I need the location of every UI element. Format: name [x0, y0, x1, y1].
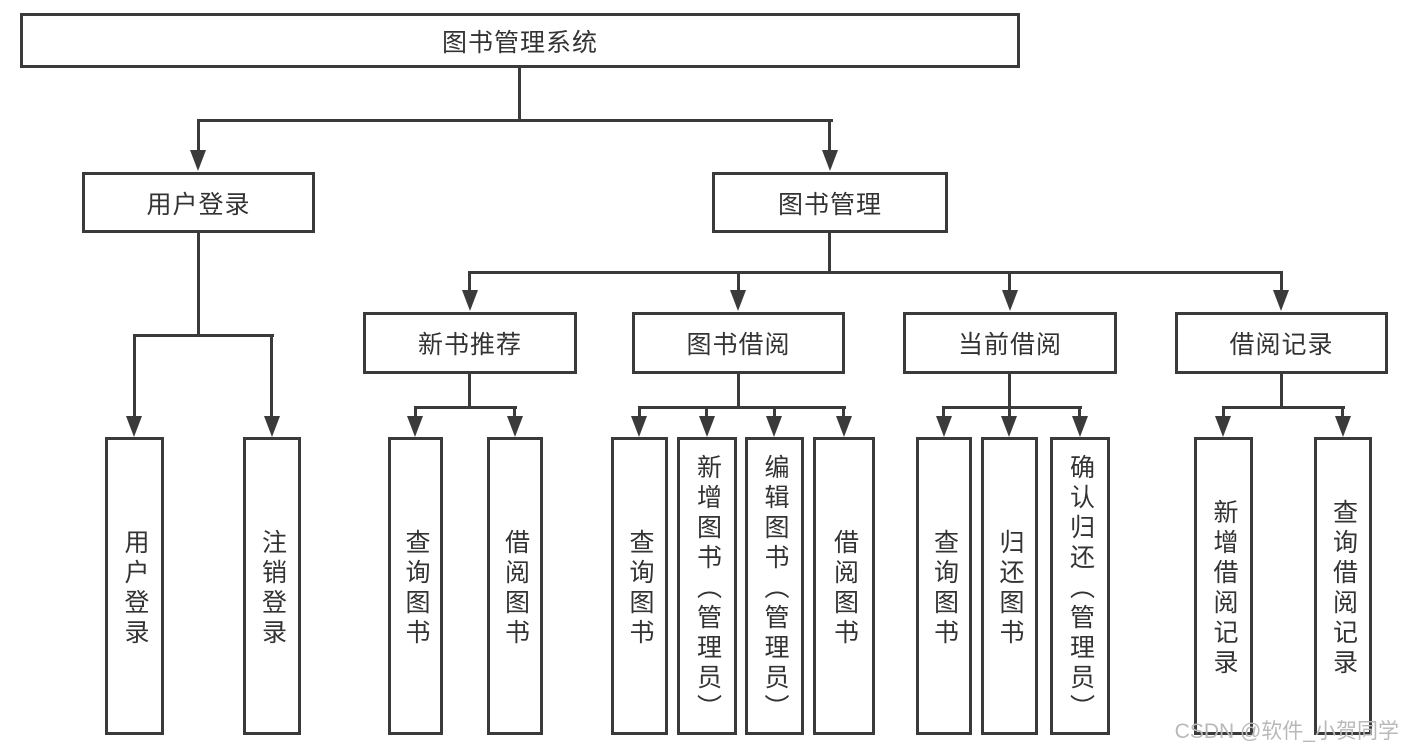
- connector-line: [638, 406, 846, 409]
- arrow-down-icon: [1072, 416, 1088, 437]
- arrow-down-icon: [699, 416, 715, 437]
- node-label: 借阅记录: [1229, 331, 1334, 359]
- arrow-down-icon: [1001, 416, 1017, 437]
- node-new-book-recommend: 新书推荐: [363, 312, 577, 374]
- leaf-add-borrow-record: 新增借阅记录: [1194, 437, 1253, 735]
- leaf-label: 查询图书: [402, 528, 430, 649]
- arrow-down-icon: [462, 290, 478, 311]
- leaf-label: 确认归还（管理员）: [1066, 453, 1095, 724]
- leaf-confirm-return-admin: 确认归还（管理员）: [1050, 437, 1110, 735]
- connector-line: [1008, 406, 1011, 418]
- node-label: 用户登录: [146, 190, 251, 219]
- leaf-query-borrow-record: 查询借阅记录: [1314, 437, 1372, 735]
- arrow-down-icon: [1335, 416, 1351, 437]
- connector-line: [942, 406, 1082, 409]
- connector-line: [828, 119, 831, 152]
- leaf-return-books: 归还图书: [981, 437, 1038, 735]
- connector-line: [737, 373, 740, 408]
- connector-line: [1280, 373, 1283, 408]
- leaf-label: 新增借阅记录: [1210, 498, 1238, 679]
- leaf-borrow-books: 借阅图书: [813, 437, 875, 735]
- arrow-down-icon: [631, 416, 647, 437]
- connector-line: [518, 67, 521, 121]
- connector-line: [513, 406, 516, 418]
- connector-line: [1341, 406, 1344, 418]
- arrow-down-icon: [407, 416, 423, 437]
- connector-line: [773, 406, 776, 418]
- arrow-down-icon: [730, 290, 746, 311]
- leaf-query-books-recommend: 查询图书: [388, 437, 443, 735]
- leaf-label: 用户登录: [121, 528, 149, 649]
- node-user-login-branch: 用户登录: [82, 172, 315, 233]
- leaf-add-books-admin: 新增图书（管理员）: [677, 437, 737, 735]
- arrow-down-icon: [126, 416, 142, 437]
- node-label: 当前借阅: [957, 331, 1062, 359]
- node-label: 新书推荐: [417, 331, 522, 359]
- leaf-edit-books-admin: 编辑图书（管理员）: [745, 437, 804, 735]
- connector-line: [1222, 406, 1345, 409]
- connector-line: [197, 232, 200, 336]
- node-current-borrow: 当前借阅: [903, 312, 1117, 374]
- leaf-user-login: 用户登录: [105, 437, 164, 735]
- node-borrow-records: 借阅记录: [1175, 312, 1388, 374]
- connector-line: [1008, 271, 1011, 293]
- arrow-down-icon: [507, 416, 523, 437]
- connector-line: [1280, 271, 1283, 293]
- leaf-label: 借阅图书: [501, 528, 530, 649]
- leaf-borrow-books-recommend: 借阅图书: [487, 437, 543, 735]
- connector-line: [414, 406, 517, 409]
- csdn-watermark: CSDN @软件_小贺同学: [1174, 720, 1399, 743]
- arrow-down-icon: [1002, 290, 1018, 311]
- arrow-down-icon: [936, 416, 952, 437]
- connector-line: [737, 271, 740, 293]
- connector-line: [468, 373, 471, 408]
- leaf-label: 注销登录: [258, 528, 287, 649]
- leaf-label: 归还图书: [996, 528, 1024, 649]
- connector-line: [1008, 373, 1011, 408]
- leaf-label: 查询借阅记录: [1329, 498, 1358, 679]
- connector-line: [133, 334, 136, 417]
- node-root: 图书管理系统: [20, 13, 1020, 68]
- arrow-down-icon: [822, 150, 838, 171]
- arrow-down-icon: [766, 416, 782, 437]
- connector-line: [468, 271, 471, 293]
- node-label: 图书借阅: [686, 331, 791, 359]
- connector-line: [414, 406, 417, 418]
- connector-line: [197, 119, 833, 122]
- connector-line: [942, 406, 945, 418]
- leaf-label: 新增图书（管理员）: [693, 453, 722, 724]
- leaf-query-books-current: 查询图书: [916, 437, 972, 735]
- connector-line: [133, 334, 274, 337]
- leaf-query-books-borrow: 查询图书: [611, 437, 668, 735]
- connector-line: [1078, 406, 1081, 418]
- arrow-down-icon: [1215, 416, 1231, 437]
- arrow-down-icon: [836, 416, 852, 437]
- node-label: 图书管理: [777, 190, 882, 219]
- arrow-down-icon: [190, 150, 206, 171]
- node-book-management-branch: 图书管理: [712, 172, 948, 233]
- leaf-label: 查询图书: [626, 528, 654, 649]
- connector-line: [638, 406, 641, 418]
- connector-line: [270, 334, 273, 417]
- connector-line: [842, 406, 845, 418]
- leaf-logout: 注销登录: [243, 437, 301, 735]
- arrow-down-icon: [264, 416, 280, 437]
- connector-line: [1222, 406, 1225, 418]
- connector-line: [197, 119, 200, 152]
- node-root-label: 图书管理系统: [441, 28, 598, 57]
- leaf-label: 查询图书: [930, 528, 959, 649]
- leaf-label: 编辑图书（管理员）: [761, 453, 789, 724]
- connector-line: [828, 232, 831, 274]
- leaf-label: 借阅图书: [830, 528, 859, 649]
- arrow-down-icon: [1273, 290, 1289, 311]
- connector-line: [468, 271, 1283, 274]
- connector-line: [705, 406, 708, 418]
- node-book-borrow: 图书借阅: [632, 312, 845, 374]
